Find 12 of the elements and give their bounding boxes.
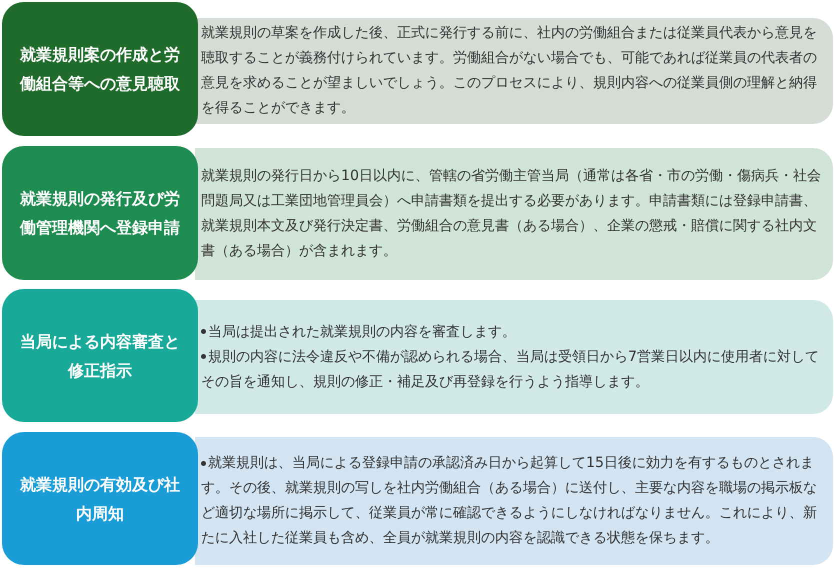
step-heading-box: 就業規則案の作成と労働組合等への意見聴取 [2,2,198,136]
step-heading-box: 就業規則の有効及び社内周知 [2,432,198,565]
bullet-item: 規則の内容に法令違反や不備が認められる場合、当局は受領日から7営業日以内に使用者に対してその旨を通知し、規則の修正・補足及び再登録を行うよう指導します。 [201,348,820,392]
step-heading-box: 当局による内容審査と修正指示 [2,289,198,422]
step-heading-box: 就業規則の発行及び労働管理機関へ登録申請 [2,146,198,280]
description-panel [195,148,833,280]
bullet-item: 当局は提出された就業規則の内容を審査します。 [201,320,829,344]
description-text: 就業規則の発行日から10日以内に、管轄の省労働主管当局（通常は各省・市の労働・傷病兵・社会問題局又は工業団地管理員会）へ申請書類を提出する必要があります。申請書類には登録申請書、就業規則本文及び発行決定書、労働組合の意見書（ある場合）、企業の懲戒・賠償に関する社内文書（ある場合）が含まれます。 [201,167,822,261]
description-panel [195,437,833,565]
description-panel [195,300,833,414]
bullet-item: 就業規則は、当局による登録申請の承認済み日から起算して15日後に効力を有するものとされます。その後、就業規則の写しを社内労働組合（ある場合）に送付し、主要な内容を職場の掲示板など適切な場所に掲示して、従業員が常に確認できるようにしなければなりません。これにより、新たに入社した従業員も含め、全員が就業規則の内容を認識できる状態を保ちます。 [201,454,818,548]
description-text: 就業規則の草案を作成した後、正式に発行する前に、社内の労働組合または従業員代表から意見を聴取することが義務付けられています。労働組合がない場合でも、可能であれば従業員の代表者の意見を求めることが望ましいでしょう。このプロセスにより、規則内容への従業員側の理解と納得を得ることができます。 [201,24,818,118]
